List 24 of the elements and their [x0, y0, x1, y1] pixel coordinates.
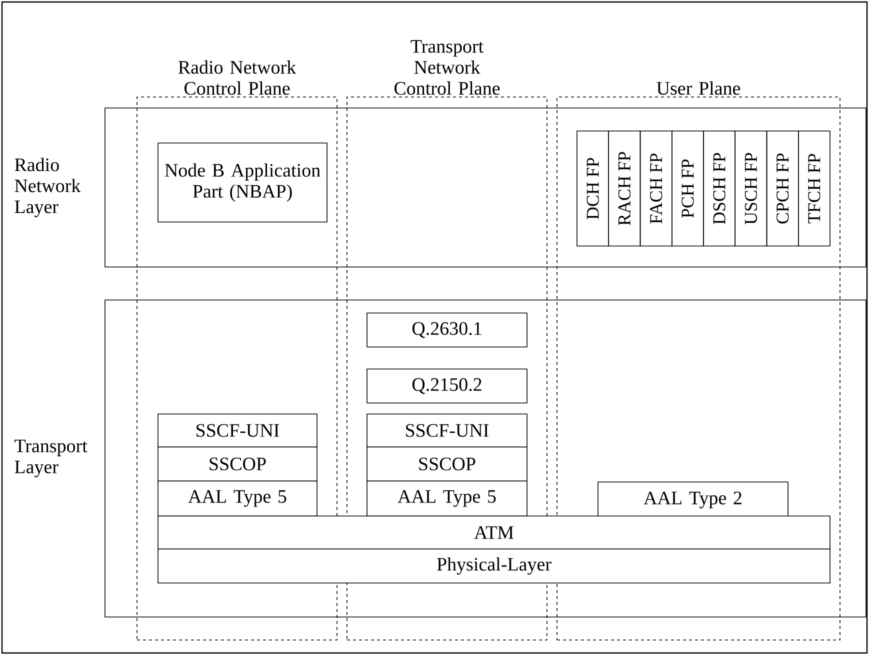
protocol-column: RACH FP [608, 130, 641, 246]
protocol-box: AAL Type 2 [598, 482, 788, 518]
protocol-column: USCH FP [734, 130, 768, 246]
protocol-box: Physical-Layer [158, 548, 830, 584]
protocol-column: DSCH FP [703, 130, 736, 246]
protocol-box: Q.2150.2 [366, 368, 528, 404]
layer-label: Transport Layer [14, 440, 88, 478]
plane-heading: Transport Network Control Plane [394, 40, 500, 95]
protocol-box: SSCOP [366, 446, 528, 482]
protocol-box: AAL Type 5 [158, 480, 318, 516]
protocol-column: DCH FP [576, 130, 609, 246]
protocol-box: Q.2630.1 [366, 312, 528, 348]
protocol-box: Node B Application Part (NBAP) [158, 142, 328, 222]
protocol-box: SSCF-UNI [366, 414, 528, 448]
plane-heading: User Plane [656, 81, 740, 95]
plane-heading: Radio Network Control Plane [178, 60, 296, 95]
layer-label: Radio Network Layer [14, 158, 81, 218]
protocol-box: AAL Type 5 [366, 480, 528, 516]
protocol-column: CPCH FP [766, 130, 799, 246]
protocol-column: TFCH FP [798, 130, 830, 246]
protocol-box: SSCOP [158, 446, 318, 482]
protocol-column: FACH FP [640, 130, 672, 246]
protocol-box: SSCF-UNI [158, 414, 318, 448]
protocol-column: PCH FP [672, 130, 704, 246]
